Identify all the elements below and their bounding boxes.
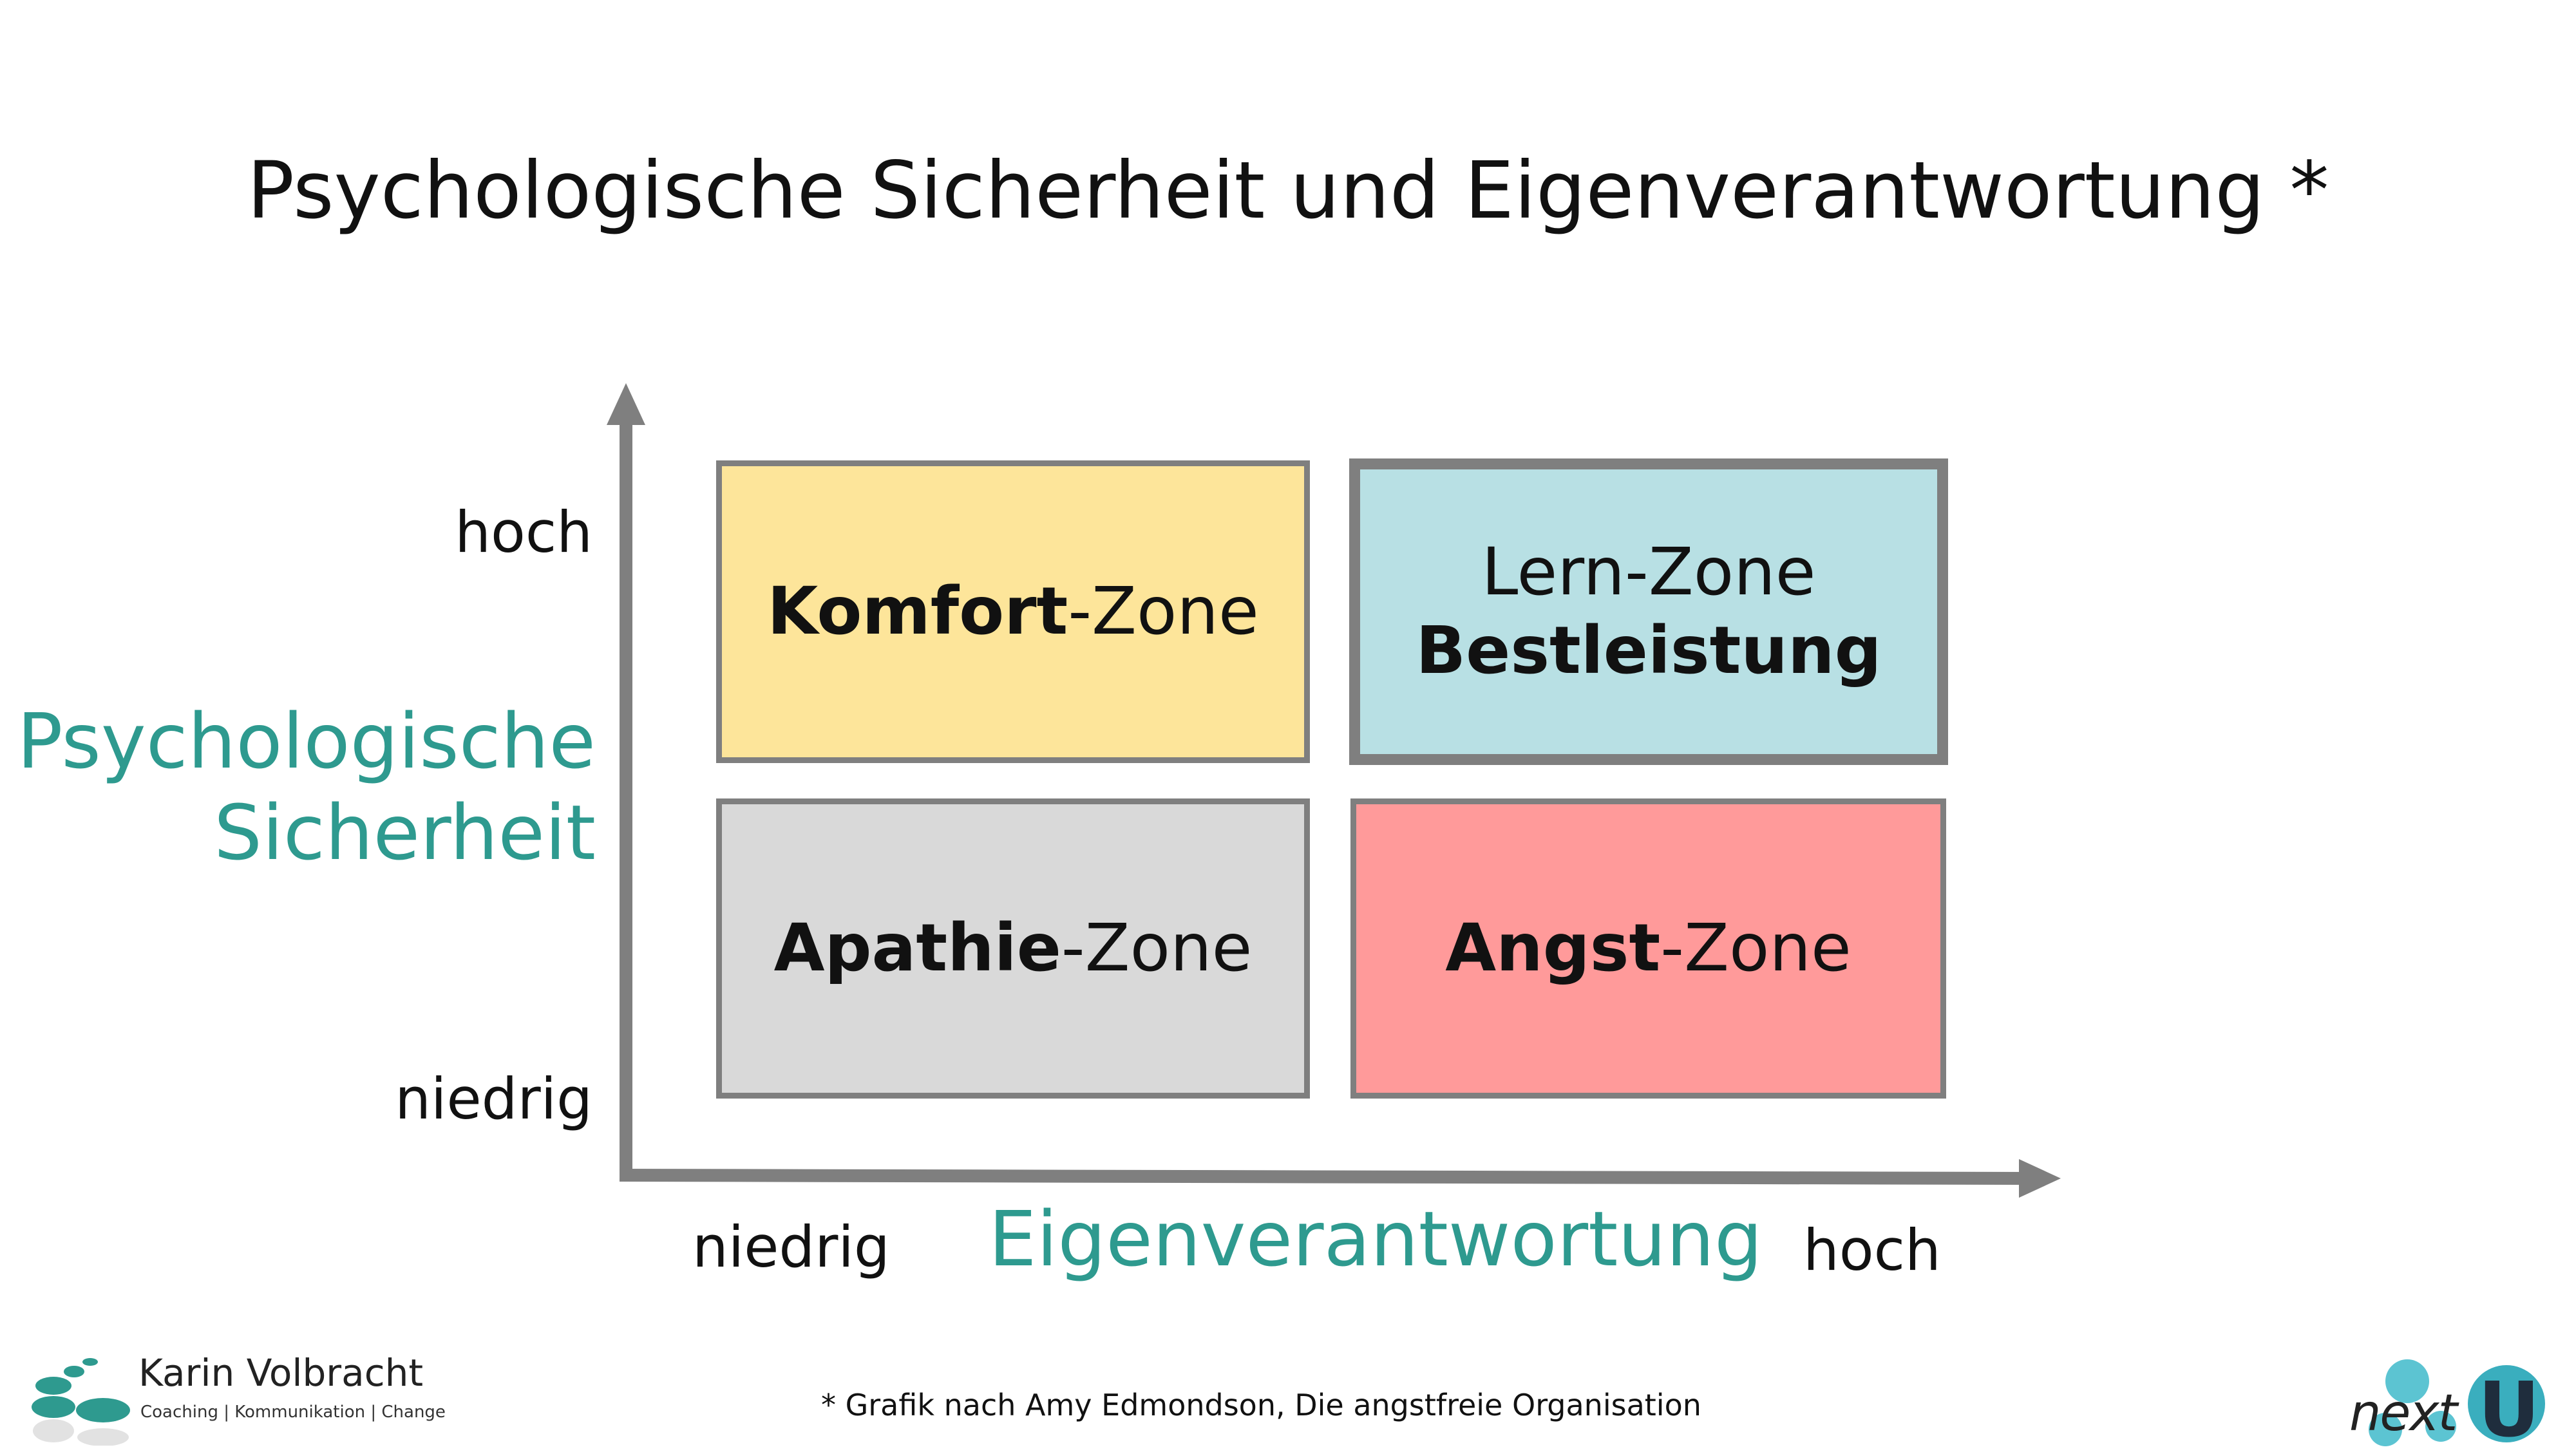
brand-name: Karin Volbracht (138, 1351, 424, 1395)
learning-zone-line1: Lern-Zone (1481, 534, 1816, 610)
fear-zone-box: Angst-Zone (1350, 798, 1946, 1099)
apathy-zone-label: Apathie-Zone (774, 909, 1253, 988)
y-axis-arrow-icon (607, 383, 645, 425)
partner-logo-u: U (2478, 1365, 2540, 1454)
y-axis-title: Psychologische Sicherheit (17, 695, 596, 878)
fear-zone-bold: Angst (1445, 910, 1661, 987)
brand-tagline: Coaching | Kommunikation | Change (140, 1402, 446, 1422)
x-axis-high-label: hoch (1803, 1217, 1941, 1283)
apathy-zone-suffix: -Zone (1061, 910, 1253, 987)
x-axis-title: Eigenverantwortung (989, 1194, 1763, 1283)
learning-zone-label: Lern-Zone Bestleistung (1416, 533, 1881, 690)
nextu-logo-icon (2369, 1359, 2545, 1446)
fear-zone-label: Angst-Zone (1445, 909, 1852, 988)
comfort-zone-box: Komfort-Zone (716, 460, 1310, 763)
dots-logo-icon (32, 1358, 130, 1446)
y-axis-title-line1: Psychologische (17, 697, 596, 786)
learning-zone-box: Lern-Zone Bestleistung (1349, 458, 1948, 765)
x-axis-low-label: niedrig (692, 1214, 890, 1280)
fear-zone-suffix: -Zone (1660, 910, 1852, 987)
y-axis-high-label: hoch (455, 499, 592, 565)
apathy-zone-box: Apathie-Zone (716, 798, 1310, 1099)
comfort-zone-suffix: -Zone (1068, 573, 1259, 650)
x-axis-arrow-icon (2019, 1159, 2061, 1198)
y-axis-title-line2: Sicherheit (214, 788, 596, 877)
partner-logo-text: next (2349, 1384, 2458, 1442)
page-title: Psychologische Sicherheit und Eigenveran… (247, 145, 2329, 236)
y-axis-low-label: niedrig (395, 1066, 592, 1132)
source-footnote: * Grafik nach Amy Edmondson, Die angstfr… (821, 1388, 1701, 1422)
comfort-zone-label: Komfort-Zone (767, 572, 1259, 651)
x-axis-line (619, 1169, 2029, 1185)
apathy-zone-bold: Apathie (773, 910, 1061, 987)
comfort-zone-bold: Komfort (767, 573, 1068, 650)
learning-zone-line2: Bestleistung (1416, 612, 1882, 689)
